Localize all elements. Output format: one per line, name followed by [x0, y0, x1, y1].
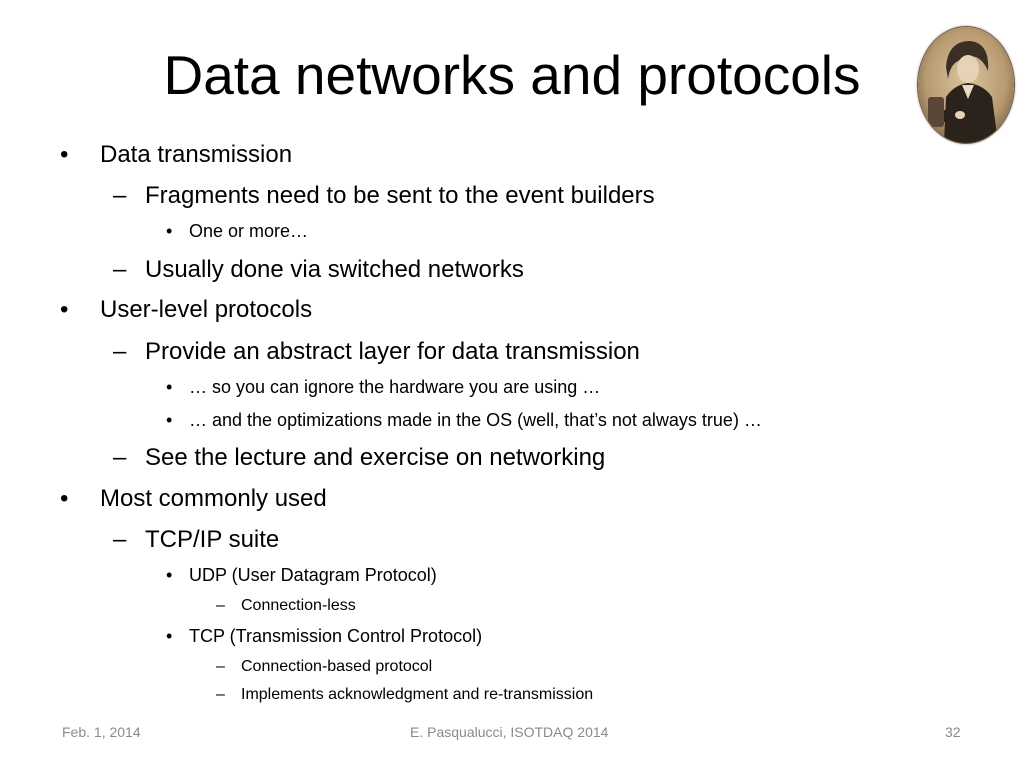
bullet-text: Provide an abstract layer for data trans… — [145, 338, 640, 365]
bullet-text: Usually done via switched networks — [145, 256, 524, 283]
bullet-marker: • — [166, 626, 173, 646]
footer-date: Feb. 1, 2014 — [62, 724, 141, 740]
bullet-marker: – — [113, 256, 127, 283]
bullet-marker: • — [166, 377, 173, 397]
bullet-marker: – — [113, 338, 127, 365]
bullet-text: UDP (User Datagram Protocol) — [189, 565, 437, 585]
bullet-text: Connection-less — [241, 597, 356, 614]
bullet-text: Connection-based protocol — [241, 658, 433, 675]
bullet-text: See the lecture and exercise on networki… — [145, 444, 606, 471]
bullet-text: Most commonly used — [100, 485, 327, 512]
footer-author: E. Pasqualucci, ISOTDAQ 2014 — [410, 724, 609, 740]
bullet-text: One or more… — [189, 221, 309, 241]
bullet-text: User-level protocols — [100, 296, 313, 323]
portrait-photo-icon — [917, 26, 1015, 144]
bullet-text: Data transmission — [100, 141, 293, 168]
bullet-marker: • — [60, 296, 69, 323]
footer-page-number: 32 — [945, 724, 961, 740]
bullet-marker: • — [60, 485, 69, 512]
bullet-marker: • — [166, 410, 173, 430]
bullet-marker: – — [113, 444, 127, 471]
bullet-marker: – — [216, 658, 225, 675]
bullet-marker: – — [113, 182, 127, 209]
bullet-text: TCP/IP suite — [145, 526, 280, 553]
bullet-marker: – — [113, 526, 127, 553]
bullet-text: Fragments need to be sent to the event b… — [145, 182, 655, 209]
bullet-text: Implements acknowledgment and re-transmi… — [241, 686, 594, 703]
bullet-text: … so you can ignore the hardware you are… — [189, 377, 601, 397]
slide-title: Data networks and protocols — [163, 44, 861, 106]
bullet-marker: • — [166, 565, 173, 585]
bullet-marker: • — [166, 221, 173, 241]
bullet-marker: – — [216, 597, 225, 614]
bullet-marker: • — [60, 141, 69, 168]
bullet-text: … and the optimizations made in the OS (… — [189, 410, 762, 430]
bullet-text: TCP (Transmission Control Protocol) — [189, 626, 483, 646]
bullet-marker: – — [216, 686, 225, 703]
